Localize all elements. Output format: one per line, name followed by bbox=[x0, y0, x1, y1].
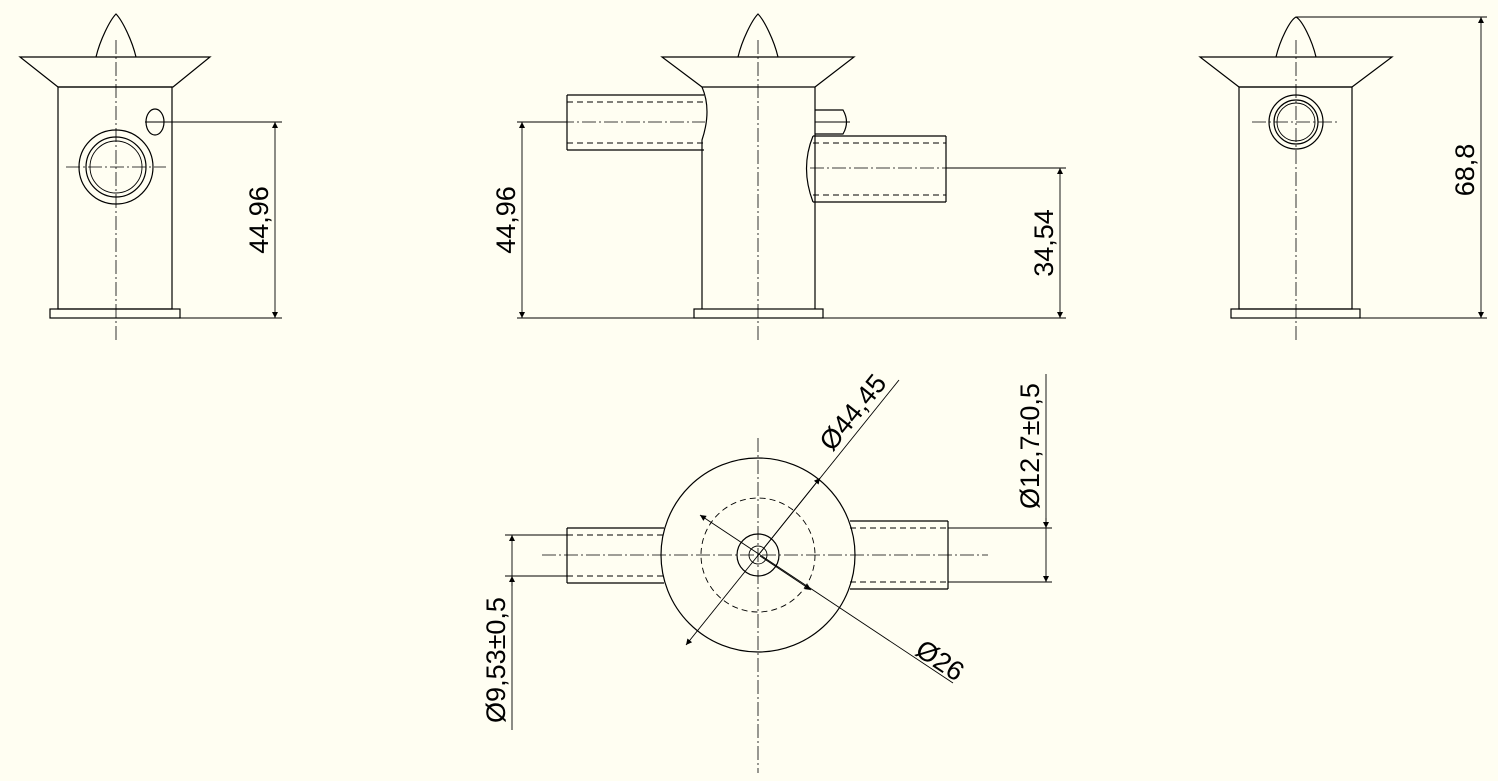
front-outlet-height-dimension: 34,54 bbox=[1029, 209, 1059, 277]
top-outer-diameter-dimension: Ø44,45 bbox=[814, 368, 893, 456]
right-side-view: 68,8 bbox=[1198, 16, 1487, 340]
right-base-plate bbox=[1230, 308, 1361, 319]
left-height-dimension: 44,96 bbox=[244, 186, 274, 254]
top-inner-dia-arrow bbox=[759, 555, 812, 591]
front-view: 44,96 34,54 bbox=[491, 13, 1066, 340]
right-total-height-dimension: 68,8 bbox=[1450, 144, 1480, 197]
left-cone-tip bbox=[95, 13, 137, 58]
top-view: Ø44,45 Ø26 Ø12,7±0,5 Ø9,53±0,5 bbox=[481, 368, 1052, 773]
front-base-plate bbox=[693, 308, 824, 319]
top-right-pipe-diameter-dimension: Ø12,7±0,5 bbox=[1015, 383, 1045, 509]
front-body bbox=[701, 86, 816, 309]
top-left-pipe-diameter-dimension: Ø9,53±0,5 bbox=[481, 597, 511, 723]
front-height-dimension: 44,96 bbox=[491, 186, 521, 254]
front-cone-tip bbox=[737, 13, 779, 58]
top-outer-dia-arrow bbox=[759, 477, 821, 554]
left-body bbox=[57, 86, 173, 310]
right-body bbox=[1238, 86, 1353, 310]
top-inner-dia-leader bbox=[699, 514, 954, 684]
front-right-pipe-joint bbox=[805, 135, 814, 203]
left-base-plate bbox=[49, 308, 181, 319]
left-side-view: 44,96 bbox=[18, 13, 282, 340]
top-inner-diameter-dimension: Ø26 bbox=[910, 634, 969, 687]
left-funnel-flange bbox=[18, 56, 212, 88]
